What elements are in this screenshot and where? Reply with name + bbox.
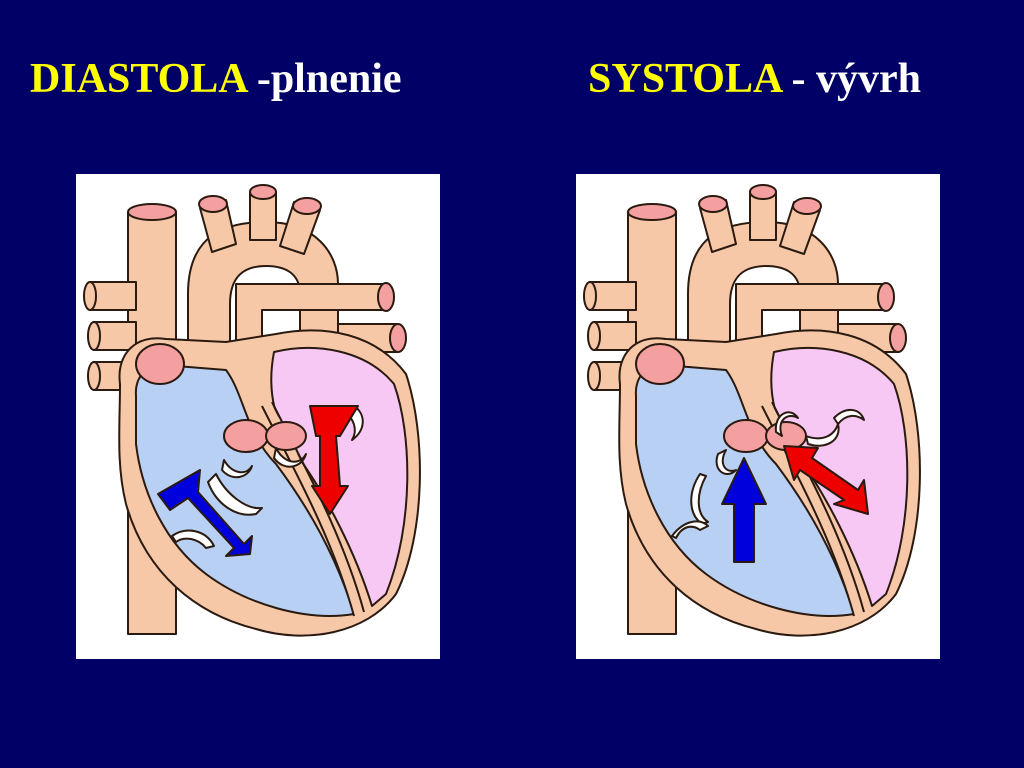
right-chambers [134,363,355,617]
aorta-opening [723,419,769,453]
systole-title: SYSTOLA - vývrh [588,58,921,100]
tricuspid-valve [207,473,263,516]
blue-arrow [157,469,253,557]
diastole-title: DIASTOLA -plnenie [30,58,402,100]
systole-subtitle: - vývrh [781,56,922,102]
aorta-opening [223,419,269,453]
diastole-heart-diagram [83,184,421,637]
systole-heart-panel [576,174,940,659]
mitral-valve-upper [833,409,865,425]
semilunar-valve-2 [273,447,307,468]
semilunar-valve-1 [221,459,253,479]
systole-heart-diagram [583,184,921,637]
red-arrow [783,445,869,515]
tricuspid-valve-lower [671,520,709,539]
blue-arrow [721,457,767,563]
diastole-subtitle: -plnenie [246,56,402,102]
systole-keyword: SYSTOLA [588,56,781,102]
pulmonary-opening [265,421,307,451]
vena-cava-opening [135,343,185,385]
semilunar-valve-2 [774,411,799,437]
semilunar-valve-1 [715,449,737,475]
tricuspid-valve-lower [171,529,215,549]
vena-cava-top-cut [127,203,177,221]
diastole-heart-panel [76,174,440,659]
diastole-keyword: DIASTOLA [30,56,247,102]
red-arrow [309,405,359,515]
